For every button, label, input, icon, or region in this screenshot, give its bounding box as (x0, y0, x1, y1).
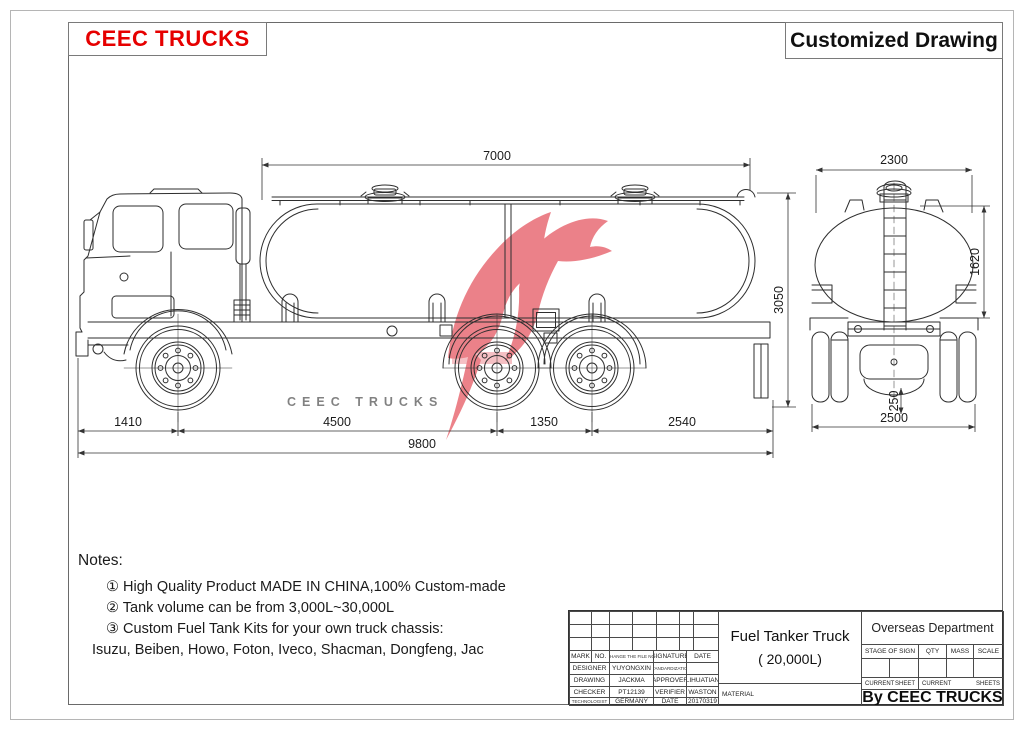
revision-cell (656, 637, 680, 651)
page-outer-border (10, 10, 1014, 720)
revision-cell (656, 624, 680, 638)
page-title: Customized Drawing (785, 22, 1003, 59)
note-item-4: Isuzu, Beiben, Howo, Foton, Iveco, Shacm… (92, 642, 484, 658)
dim-overall-height: 3050 (772, 286, 786, 314)
sheets-label: SHEETS (975, 680, 1000, 687)
revision-cell (591, 637, 610, 651)
revision-cell (632, 637, 657, 651)
sign-cell (889, 658, 919, 678)
watermark-text: CEEC TRUCKS (287, 395, 443, 409)
revision-cell (632, 624, 657, 638)
revision-cell (693, 611, 719, 625)
material-cell: MATERIAL (718, 683, 862, 706)
dim-rear-axle-spacing: 1350 (530, 415, 558, 429)
mass-cell (946, 658, 974, 678)
product-name: Fuel Tanker Truck (730, 628, 850, 645)
current-label: CURRENT (865, 680, 895, 687)
dim-wheelbase: 4500 (323, 415, 351, 429)
dim-detail-250: 250 (887, 391, 901, 412)
dimension-lines (77, 158, 990, 458)
scale-cell (973, 658, 1004, 678)
byline-cell: By CEEC TRUCKS (861, 689, 1004, 706)
notes-section: Notes: ① High Quality Product MADE IN CH… (78, 552, 518, 661)
company-logo: CEEC TRUCKS (68, 22, 267, 56)
product-capacity: ( 20,000L) (758, 651, 822, 667)
dim-rear-overhang: 2540 (668, 415, 696, 429)
notes-heading: Notes: (78, 552, 123, 569)
revision-cell (679, 637, 694, 651)
dim-tank-height: 1620 (968, 248, 982, 276)
department-cell: Overseas Department (861, 611, 1004, 645)
dim-front-overhang: 1410 (114, 415, 142, 429)
revision-cell (591, 611, 610, 625)
note-item-2: ② Tank volume can be from 3,000L~30,000L (106, 600, 395, 616)
revision-cell (609, 611, 633, 625)
truck-rear-view (809, 180, 979, 403)
revision-cell (569, 624, 592, 638)
technologist-value: GERMANY (609, 697, 654, 706)
sign-cell (861, 658, 890, 678)
qty-cell (918, 658, 947, 678)
note-item-3: ③ Custom Fuel Tank Kits for your own tru… (106, 621, 444, 637)
revision-cell (632, 611, 657, 625)
qty-header: QTY (918, 644, 947, 659)
note-item-1: ① High Quality Product MADE IN CHINA,100… (106, 579, 506, 595)
revision-cell (693, 637, 719, 651)
company-logo-text: CEEC TRUCKS (85, 26, 250, 51)
revision-cell (609, 624, 633, 638)
revision-cell (569, 611, 592, 625)
date-value: 20170319 (686, 697, 719, 706)
sheet-label: SHEET (894, 680, 915, 687)
scale-header: SCALE (973, 644, 1004, 659)
stage-of-sign-header: STAGE OF SIGN (861, 644, 919, 659)
dimension-labels: 7000 3050 1410 4500 1350 2540 9800 2300 … (114, 149, 982, 451)
revision-cell (679, 611, 694, 625)
page-title-text: Customized Drawing (790, 28, 998, 52)
revision-cell (656, 611, 680, 625)
dim-tank-length: 7000 (483, 149, 511, 163)
dim-overall-width: 2500 (880, 411, 908, 425)
revision-cell (591, 624, 610, 638)
revision-cell (679, 624, 694, 638)
dim-tank-width: 2300 (880, 153, 908, 167)
truck-side-view (75, 184, 771, 423)
date-label: DATE (653, 697, 687, 706)
revision-cell (569, 637, 592, 651)
revision-cell (693, 624, 719, 638)
technologist-label: TECHNOLOGIST (569, 697, 610, 706)
title-block: MARK NO. CHANGE THE FILE NO. SIGNATURE D… (568, 610, 1004, 706)
dim-total-length: 9800 (408, 437, 436, 451)
product-cell: Fuel Tanker Truck ( 20,000L) (718, 611, 862, 684)
mass-header: MASS (946, 644, 974, 659)
revision-cell (609, 637, 633, 651)
drawing-frame (68, 22, 1003, 705)
current-label: CURRENT (922, 680, 952, 687)
